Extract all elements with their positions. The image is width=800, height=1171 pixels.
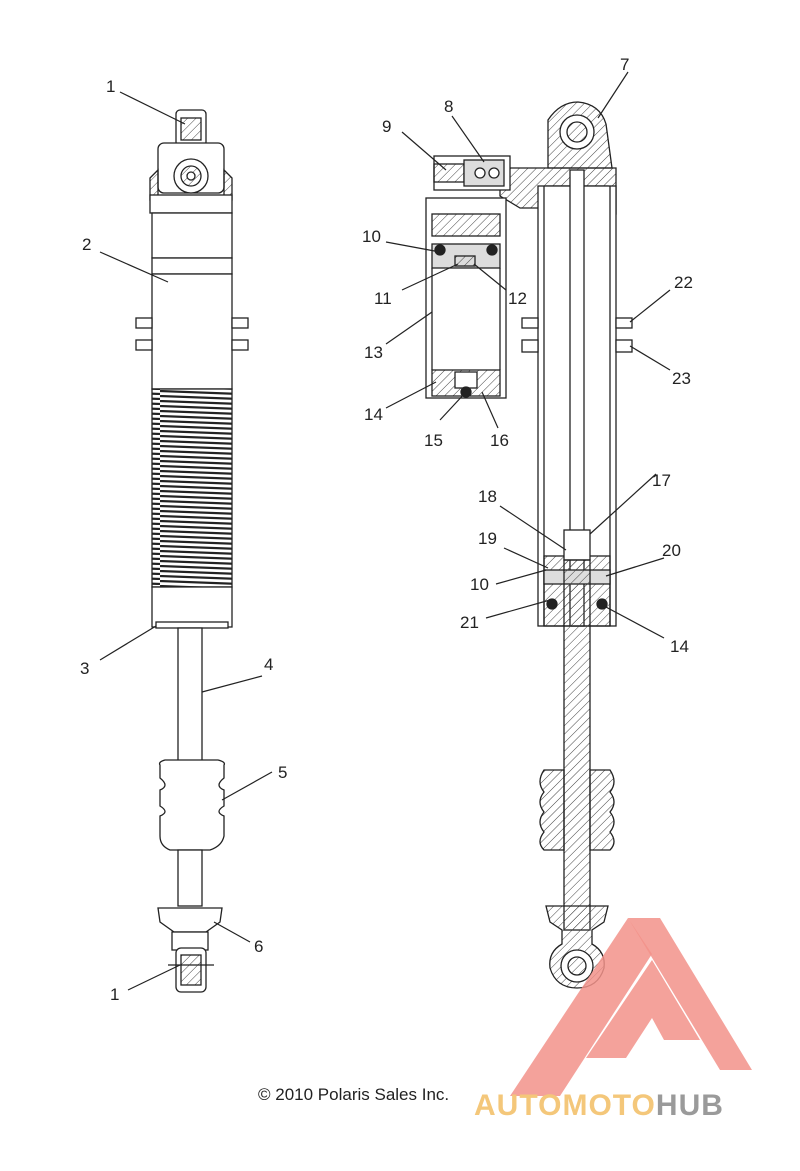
- bottom-mount: [157, 907, 223, 933]
- callout-17: 17: [652, 471, 671, 490]
- callout-6: 6: [254, 937, 263, 956]
- callout-19: 19: [478, 529, 497, 548]
- callout-11: 11: [374, 289, 392, 308]
- preload-ring: [151, 257, 233, 275]
- watermark-brand-text: AUTOMOTOHUB: [474, 1089, 724, 1123]
- callout-15: 15: [424, 431, 443, 450]
- callout-labels: 1 2 3 4 5 6 1 7 8 9 10 11 12 13 14 15 16…: [80, 55, 693, 1004]
- callout-2: 2: [82, 235, 91, 254]
- right-shock-section: [425, 101, 633, 989]
- callout-18: 18: [478, 487, 497, 506]
- callout-7: 7: [620, 55, 629, 74]
- callout-20: 20: [662, 541, 681, 560]
- callout-5: 5: [278, 763, 287, 782]
- piston-rod: [563, 559, 591, 931]
- callout-12: 12: [508, 289, 527, 308]
- right-bump-stop: [539, 769, 565, 851]
- callout-16: 16: [490, 431, 509, 450]
- callout-10-lower: 10: [470, 575, 489, 594]
- brand-part-auto: AUTO: [474, 1089, 563, 1122]
- brand-part-moto: MOTO: [562, 1089, 656, 1122]
- callout-1-bottom: 1: [110, 985, 119, 1004]
- brand-part-hub: HUB: [655, 1089, 724, 1122]
- lower-collar: [151, 586, 233, 628]
- shaft: [177, 627, 203, 763]
- callout-1-top: 1: [106, 77, 115, 96]
- callout-14-lower: 14: [670, 637, 689, 656]
- callout-4: 4: [264, 655, 273, 674]
- callout-21: 21: [460, 613, 479, 632]
- callout-14-upper: 14: [364, 405, 383, 424]
- coil-spring: [151, 388, 233, 588]
- callout-10-upper: 10: [362, 227, 381, 246]
- copyright-notice: © 2010 Polaris Sales Inc.: [258, 1085, 450, 1104]
- leader-lines: [99, 71, 671, 991]
- bump-stop: [158, 759, 226, 851]
- callout-9: 9: [382, 117, 391, 136]
- callout-23: 23: [672, 369, 691, 388]
- callout-22: 22: [674, 273, 693, 292]
- callout-3: 3: [80, 659, 89, 678]
- body-upper: [151, 212, 233, 259]
- callout-8: 8: [444, 97, 453, 116]
- left-shock-assembly: [135, 109, 249, 993]
- callout-13: 13: [364, 343, 383, 362]
- watermark-logo-icon: [510, 918, 752, 1096]
